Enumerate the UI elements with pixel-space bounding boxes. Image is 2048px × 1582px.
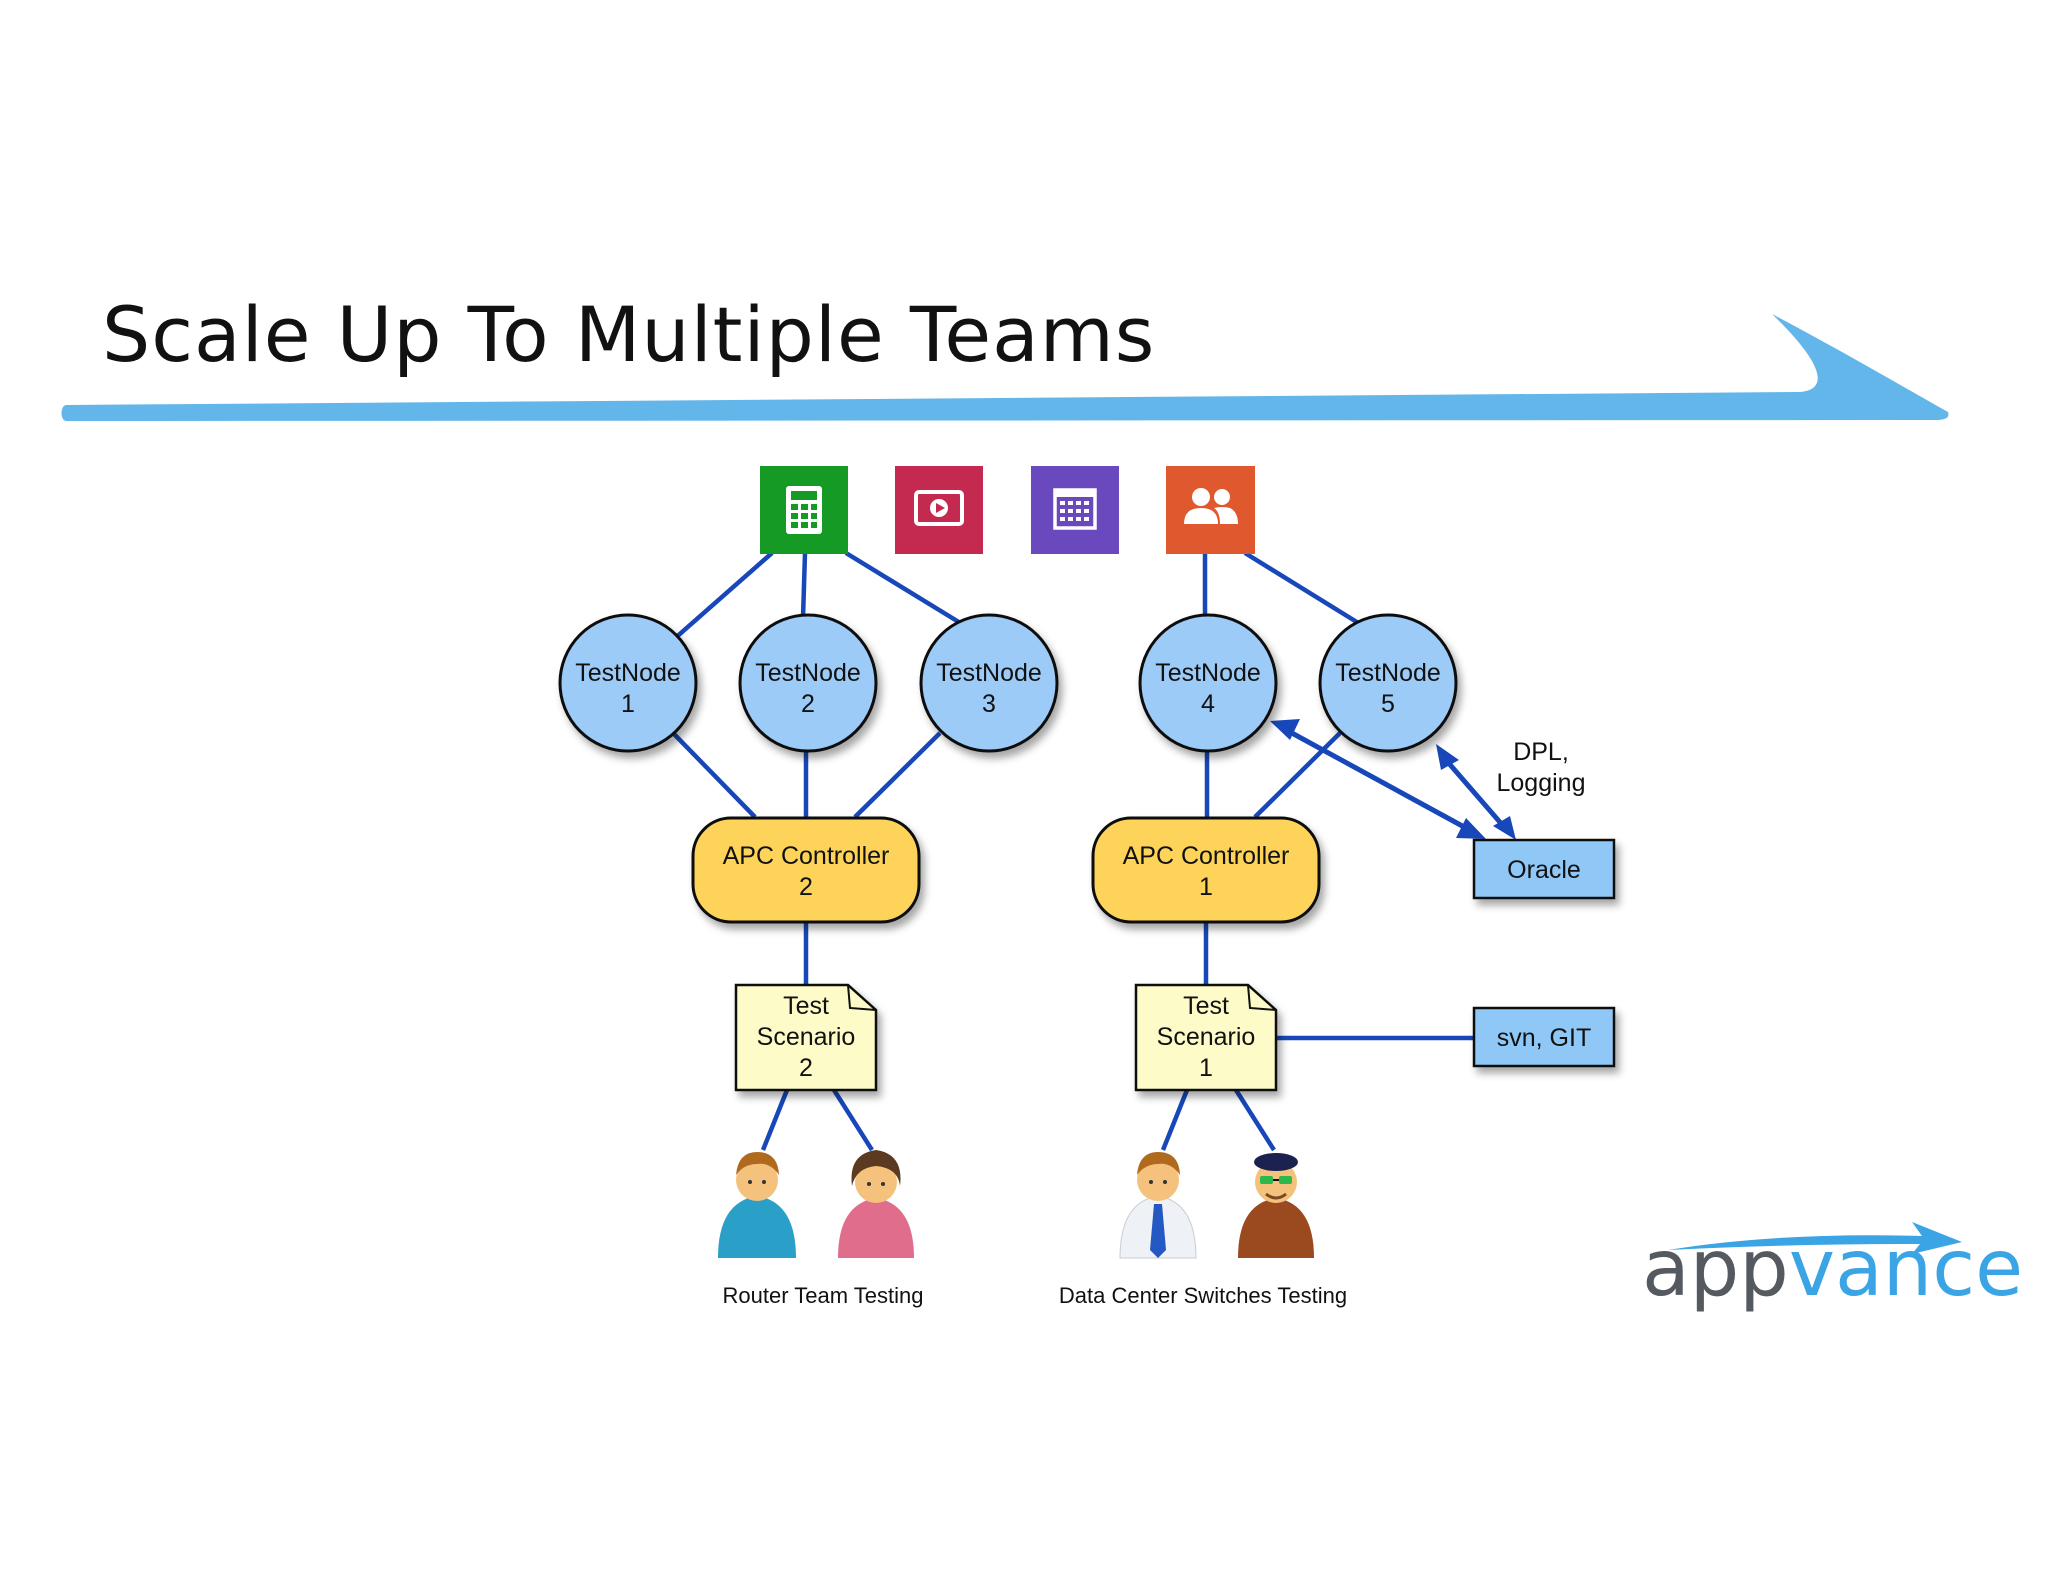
app-tile-video (895, 466, 983, 554)
logo-text-vance: vance (1789, 1224, 2023, 1314)
person-avatar-datacenter-2 (1238, 1153, 1314, 1258)
scenario-1-line1: Test (1183, 992, 1229, 1020)
vcs-label: svn, GIT (1497, 1024, 1591, 1052)
calculator-icon (786, 486, 822, 534)
scenario-1-number: 1 (1199, 1054, 1213, 1082)
controller-1-number: 1 (1199, 873, 1213, 901)
testnode-5-label: TestNode (1335, 659, 1441, 687)
scenario-2-number: 2 (799, 1054, 813, 1082)
apc-controller-1: APC Controller 1 (1091, 816, 1321, 924)
oracle-arrows (1288, 729, 1507, 831)
slide-title: Scale Up To Multiple Teams (102, 290, 1156, 379)
oracle-label: Oracle (1507, 856, 1581, 884)
person-avatar-router-2 (838, 1150, 914, 1258)
testnode-2-number: 2 (801, 690, 815, 718)
logo-swoosh (1668, 1222, 1962, 1254)
users-icon (1184, 488, 1238, 524)
testnode-4: TestNode 4 (1138, 613, 1278, 753)
testnode-1-number: 1 (621, 690, 635, 718)
calendar-icon (1053, 488, 1097, 530)
testnode-3: TestNode 3 (919, 613, 1059, 753)
controller-2-label: APC Controller (723, 842, 890, 870)
scenario-2-line1: Test (783, 992, 829, 1020)
testnode-4-number: 4 (1201, 690, 1215, 718)
dpl-label: DPL, (1513, 738, 1569, 766)
testnode-5-number: 5 (1381, 690, 1395, 718)
testnode-1: TestNode 1 (558, 613, 698, 753)
testnode-4-label: TestNode (1155, 659, 1261, 687)
testnode-3-label: TestNode (936, 659, 1042, 687)
scenario-2-line2: Scenario (757, 1023, 856, 1051)
test-scenario-1: Test Scenario 1 (1134, 983, 1278, 1092)
oracle-box: Oracle (1472, 838, 1616, 900)
testnode-5: TestNode 5 (1318, 613, 1458, 753)
person-avatar-router-1 (718, 1152, 796, 1258)
arrowheads (1270, 719, 1516, 840)
testnode-1-label: TestNode (575, 659, 681, 687)
person-avatar-datacenter-1 (1119, 1152, 1197, 1259)
apc-controller-2: APC Controller 2 (691, 816, 921, 924)
app-tile-calculator (760, 466, 848, 554)
logo-text-app: app (1642, 1224, 1789, 1314)
vcs-box: svn, GIT (1472, 1006, 1616, 1068)
datacenter-team-caption: Data Center Switches Testing (1059, 1283, 1347, 1308)
logo-wordmark: appvance (1642, 1224, 2023, 1314)
testnode-2-label: TestNode (755, 659, 861, 687)
title-swoosh (61, 314, 1949, 421)
connector-lines (671, 551, 1474, 1152)
logging-label: Logging (1497, 769, 1586, 797)
video-player-icon (914, 490, 964, 526)
app-tile-calendar (1031, 466, 1119, 554)
controller-1-label: APC Controller (1123, 842, 1290, 870)
testnode-3-number: 3 (982, 690, 996, 718)
appvance-logo: appvance (1642, 1222, 2023, 1314)
testnode-2: TestNode 2 (738, 613, 878, 753)
controller-2-number: 2 (799, 873, 813, 901)
app-tile-users (1166, 466, 1255, 554)
test-scenario-2: Test Scenario 2 (734, 983, 878, 1092)
router-team-caption: Router Team Testing (723, 1283, 924, 1308)
scenario-1-line2: Scenario (1157, 1023, 1256, 1051)
